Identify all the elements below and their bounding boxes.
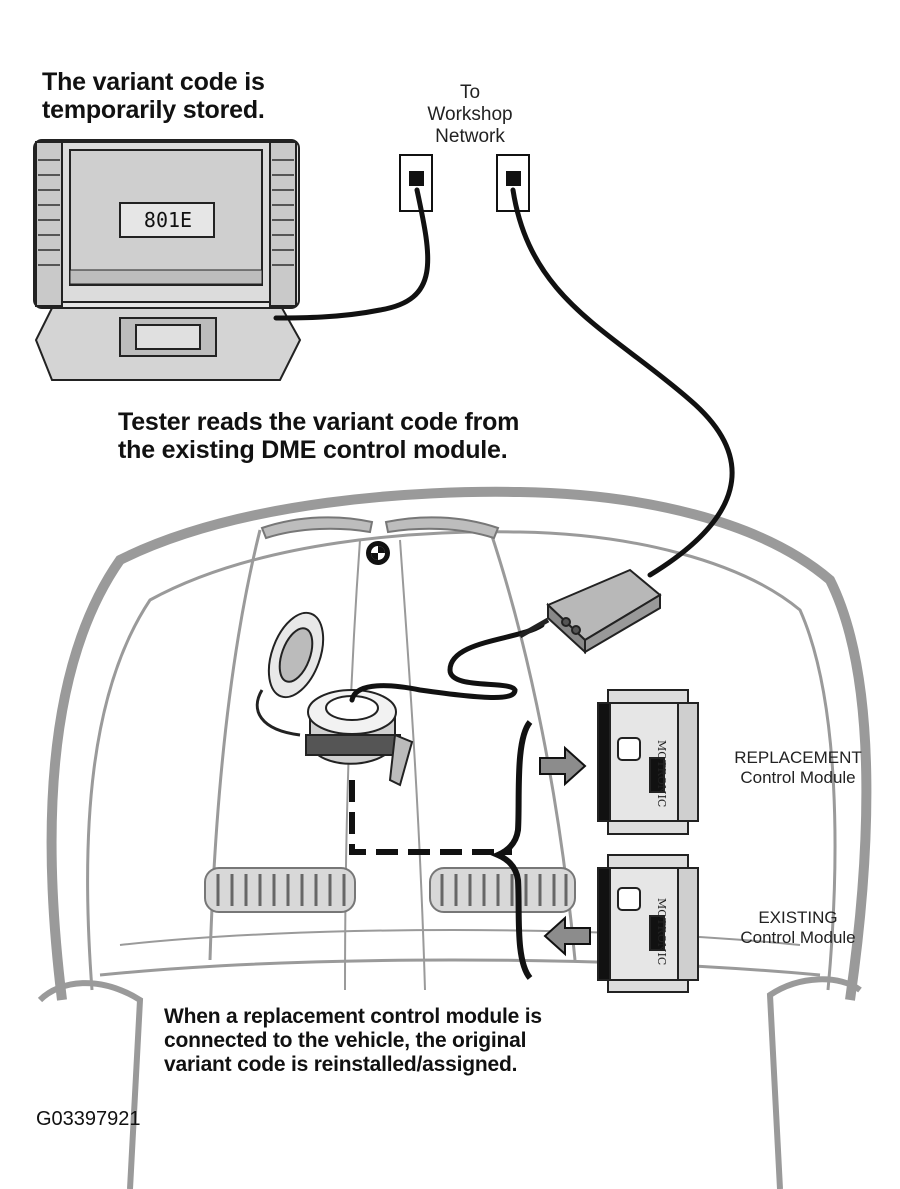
caption-line: temporarily stored. [42,96,265,124]
caption-line: The variant code is [42,68,265,96]
figure-id: G03397921 [36,1108,141,1130]
arrow-right-icon [539,745,587,787]
bracket [490,720,533,980]
diagnostic-socket-icon [255,611,414,787]
network-cables [273,187,735,703]
screen-readout: 801E [143,208,193,232]
brand-roundel-icon [366,541,390,565]
tester-monitor-icon [33,139,302,381]
label-line: To [459,82,481,103]
read-path-dashed [349,780,512,855]
interface-adapter-icon [518,568,662,655]
label-line: REPLACEMENT [734,748,862,767]
caption-line: variant code is reinstalled/assigned. [164,1053,518,1076]
caption-line: Tester reads the variant code from [118,408,520,436]
caption-line: connected to the vehicle, the original [164,1029,527,1052]
vehicle-hood-icon [37,486,872,1189]
replacement-control-module-icon [597,689,699,835]
label-existing-module: EXISTING Control Module [718,908,878,948]
wall-jack-icon [399,154,530,212]
vent-slats [216,874,568,906]
caption-tester-reads: Tester reads the variant code from the e… [118,408,519,464]
arrow-left-icon [543,915,591,957]
module-brand-label: MOTRONIC [655,898,668,966]
label-replacement-module: REPLACEMENT Control Module [718,748,878,788]
caption-reinstall: When a replacement control module is con… [164,1005,542,1077]
label-workshop-network: To Workshop Network [410,82,530,148]
monitor-grip-ribs [38,159,294,266]
label-line: Network [435,126,505,147]
label-line: Control Module [740,768,856,787]
caption-variant-stored: The variant code is temporarily stored. [42,68,265,124]
label-line: Workshop [427,104,513,125]
label-line: EXISTING [758,908,838,927]
label-line: Control Module [740,928,856,947]
caption-line: the existing DME control module. [118,436,508,464]
existing-control-module-icon [597,854,699,993]
caption-line: When a replacement control module is [164,1005,542,1028]
module-brand-label: MOTRONIC [655,740,668,808]
